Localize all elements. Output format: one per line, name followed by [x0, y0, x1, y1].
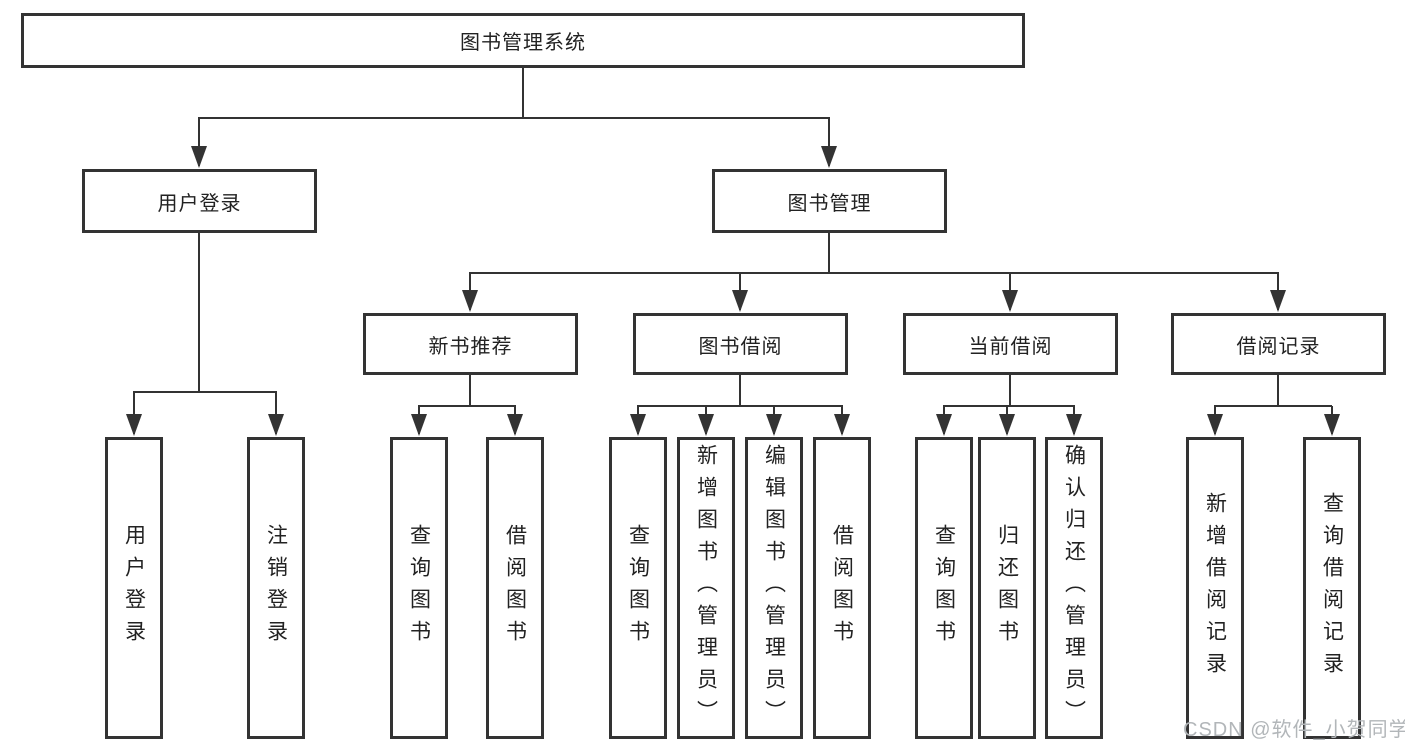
leaf-current-query-books: 查询图书 — [915, 437, 973, 739]
csdn-watermark: CSDN @软件_小贺同学 — [1183, 719, 1405, 741]
node-user-login: 用户登录 — [82, 169, 317, 233]
leaf-borrowing-edit-books-admin: 编辑图书（管理员） — [745, 437, 803, 739]
node-borrowing-records: 借阅记录 — [1171, 313, 1386, 375]
leaf-borrowing-borrow-books: 借阅图书 — [813, 437, 871, 739]
leaf-label: 查询图书 — [626, 524, 650, 652]
leaf-label: 借阅图书 — [830, 524, 854, 652]
leaf-records-add-borrow-record: 新增借阅记录 — [1186, 437, 1244, 739]
leaf-current-confirm-return-admin: 确认归还（管理员） — [1045, 437, 1103, 739]
leaf-current-return-books: 归还图书 — [978, 437, 1036, 739]
leaf-label: 新增图书（管理员） — [694, 444, 718, 732]
node-current-borrowing: 当前借阅 — [903, 313, 1118, 375]
leaf-user-login: 用户登录 — [105, 437, 163, 739]
leaf-logout-login: 注销登录 — [247, 437, 305, 739]
leaf-label: 查询图书 — [407, 524, 431, 652]
leaf-records-query-borrow-record: 查询借阅记录 — [1303, 437, 1361, 739]
leaf-label: 编辑图书（管理员） — [762, 444, 786, 732]
leaf-label: 新增借阅记录 — [1203, 492, 1227, 684]
leaf-label: 查询借阅记录 — [1320, 492, 1344, 684]
leaf-label: 查询图书 — [932, 524, 956, 652]
leaf-borrowing-add-books-admin: 新增图书（管理员） — [677, 437, 735, 739]
leaf-borrowing-query-books: 查询图书 — [609, 437, 667, 739]
leaf-recommend-query-books: 查询图书 — [390, 437, 448, 739]
leaf-recommend-borrow-books: 借阅图书 — [486, 437, 544, 739]
leaf-label: 借阅图书 — [503, 524, 527, 652]
node-book-borrowing: 图书借阅 — [633, 313, 848, 375]
node-library-management-system: 图书管理系统 — [21, 13, 1025, 68]
node-new-book-recommendation: 新书推荐 — [363, 313, 578, 375]
leaf-label: 归还图书 — [995, 524, 1019, 652]
leaf-label: 注销登录 — [264, 524, 288, 652]
leaf-label: 用户登录 — [122, 524, 146, 652]
leaf-label: 确认归还（管理员） — [1062, 444, 1086, 732]
node-book-management: 图书管理 — [712, 169, 947, 233]
